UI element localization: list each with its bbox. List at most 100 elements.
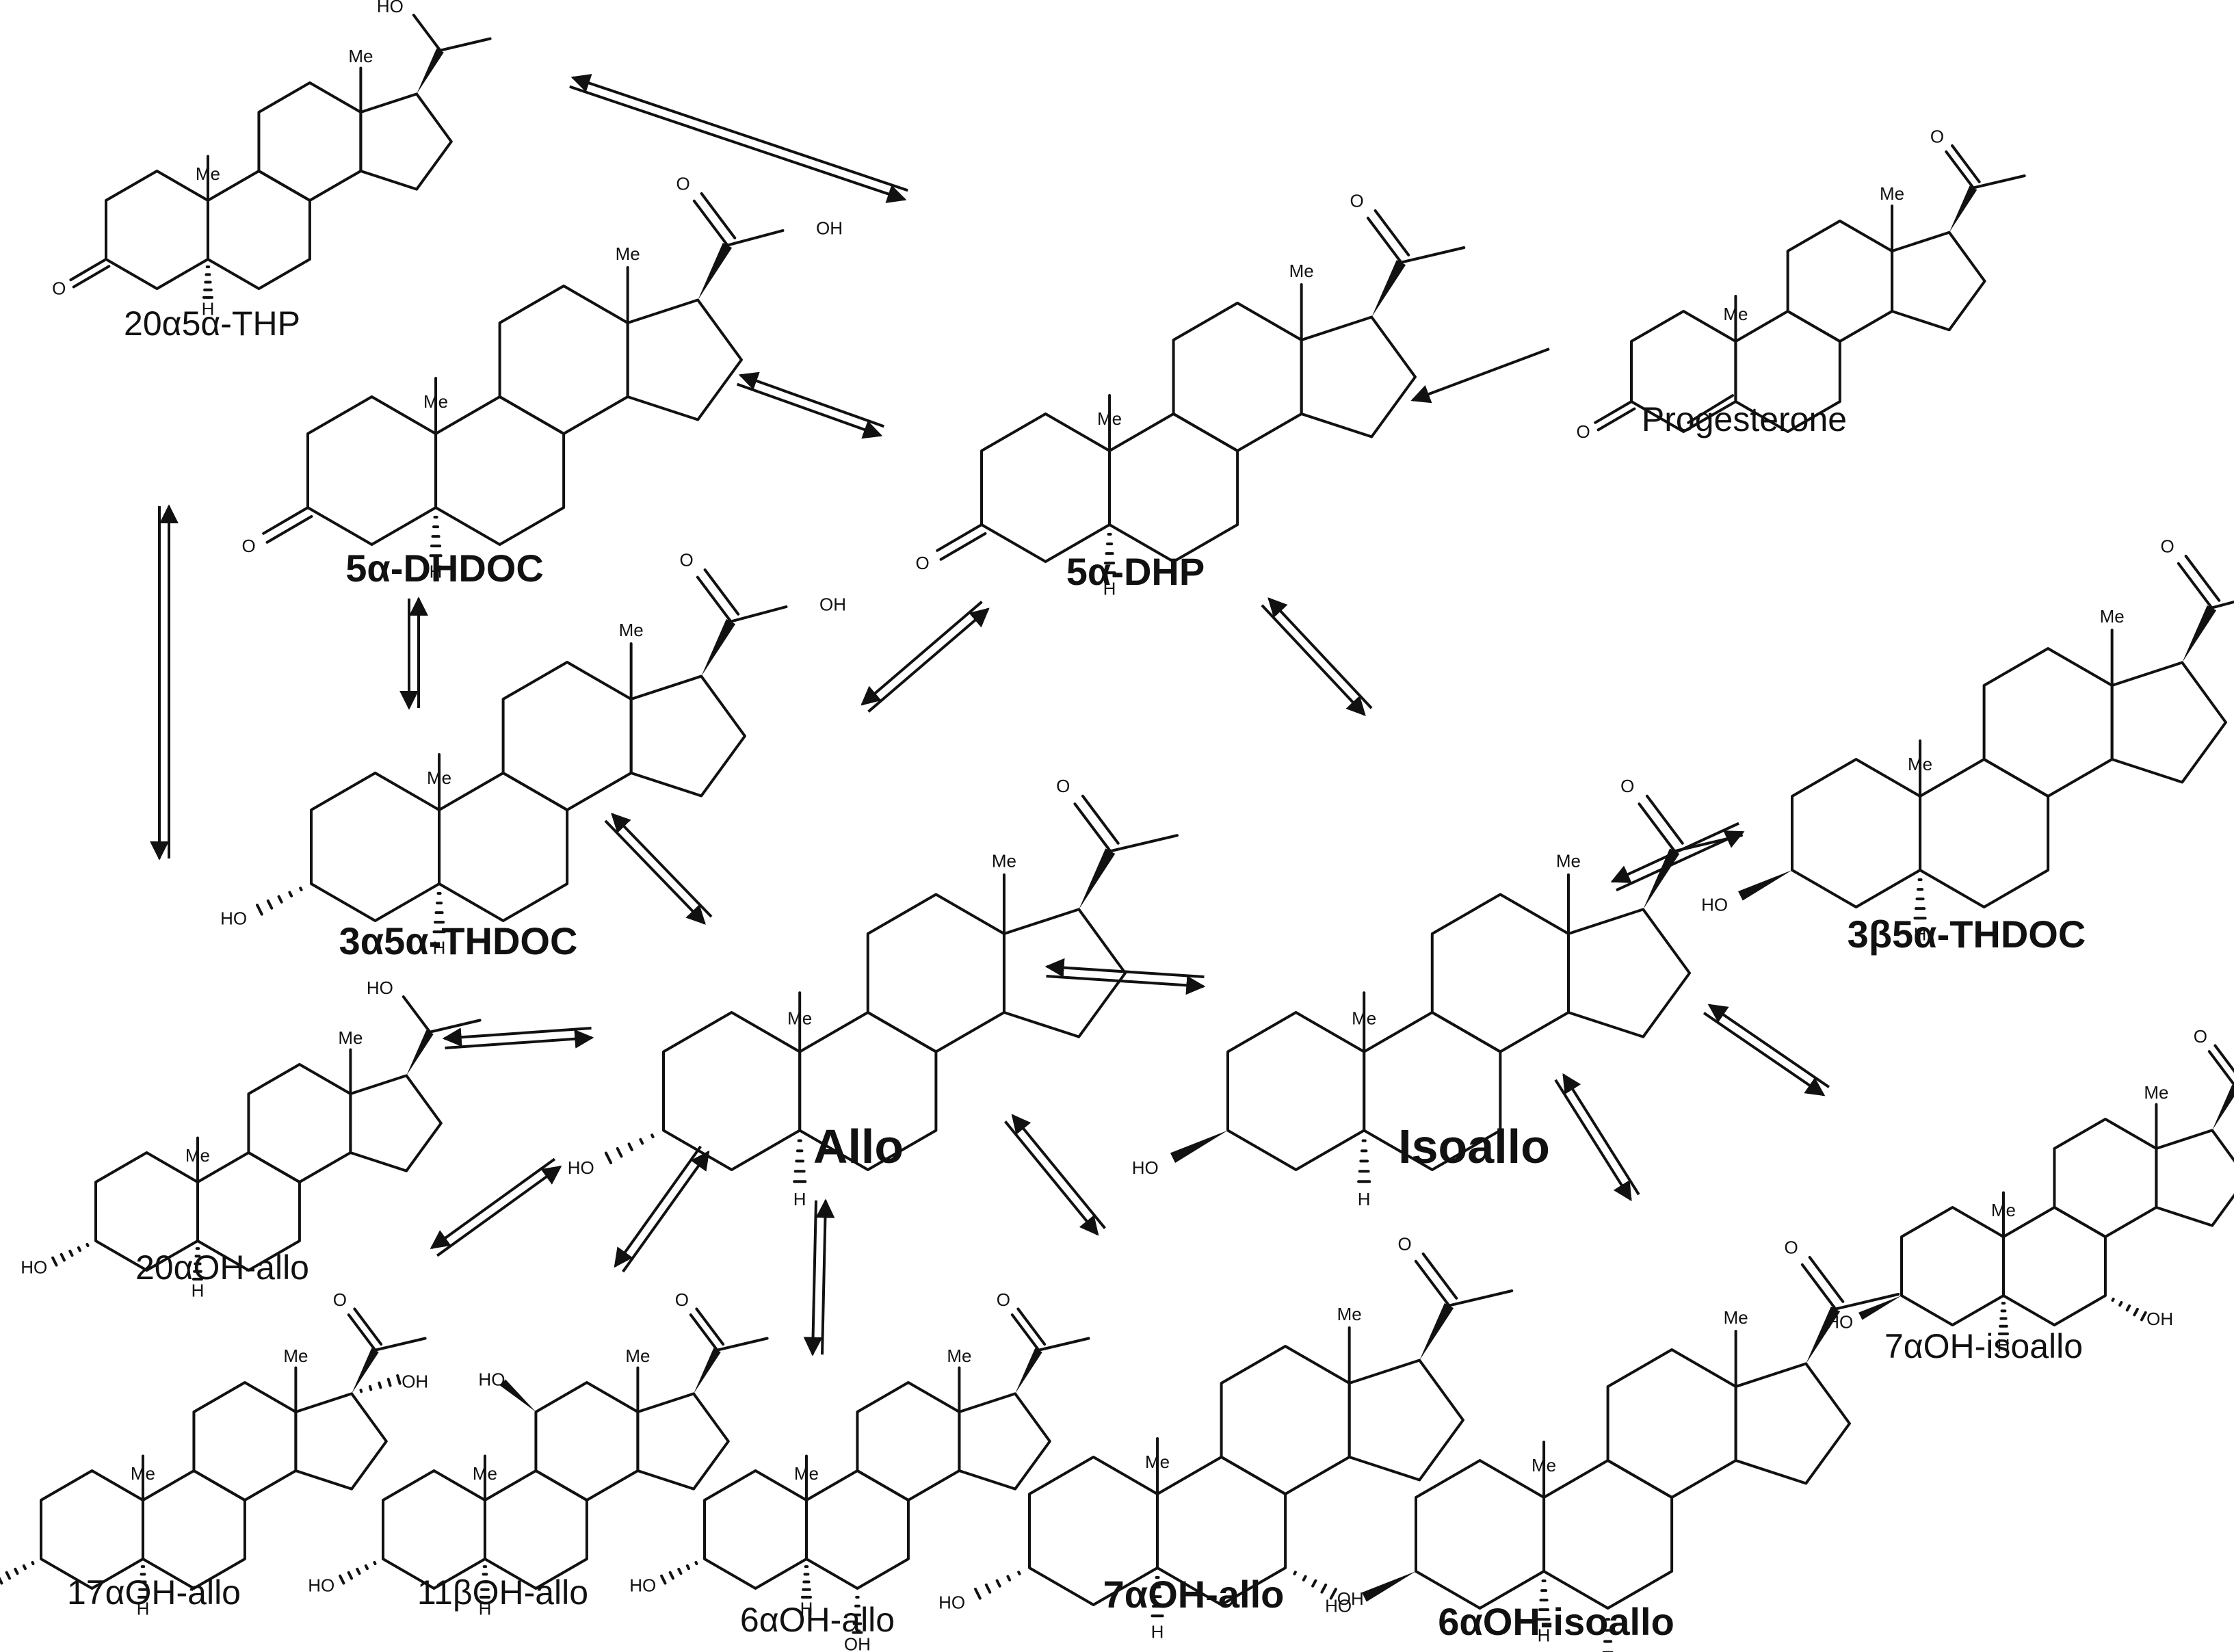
atom-label: OH [816,218,843,238]
atom-label: O [1930,127,1944,147]
atom-label: HO [1132,1157,1159,1178]
atom-label: HO [308,1575,334,1595]
atom-label: H [1103,579,1116,599]
atom-label: OH [402,1372,428,1392]
atom-label: Me [616,244,640,264]
label-7aoh-allo: 7αOH-allo [1103,1573,1285,1616]
arrow-allo-7oh [1004,1114,1106,1236]
atom-label: H [430,562,443,582]
atom-label: H [1151,1622,1164,1642]
atom-label: Me [1556,850,1581,871]
atom-label: Me [423,391,448,412]
label-3b5a-thdoc: 3β5α-THDOC [1848,913,2086,956]
label-isoallo: Isoallo [1398,1120,1550,1173]
atom-label: Me [185,1145,210,1166]
arrow-isoallo-6oh-iso [1554,1073,1640,1202]
atom-label: O [680,550,694,571]
label-20a5a-thp: 20α5α-THP [124,304,300,343]
atom-label: Me [338,1027,363,1048]
atom-label: Me [947,1346,971,1366]
atom-label: HO [21,1257,47,1277]
atom-label: HO [1826,1311,1853,1332]
atom-label: Me [625,1346,650,1366]
atom-label: Me [992,850,1016,871]
atom-label: O [1576,421,1590,442]
atom-label: Me [283,1346,308,1366]
atom-label: O [1056,776,1070,796]
atom-label: O [676,174,690,194]
atom-label: H [202,299,215,319]
atom-label: Me [1337,1304,1362,1324]
atom-label: H [433,938,446,958]
arrow-isoallo-3b-thdoc [1610,822,1745,892]
atom-label: Me [348,46,373,66]
atom-label: O [1398,1234,1412,1255]
atom-label: O [675,1289,689,1310]
atom-label: Me [2100,606,2125,627]
atom-label: Me [1724,1307,1748,1328]
atom-label: OH [819,594,846,614]
atom-label: HO [1701,894,1728,915]
atom-label: H [793,1189,806,1209]
arrow-isoallo-7oh-iso [1703,1004,1830,1097]
reaction-arrows [150,74,1830,1356]
atom-label: O [997,1289,1010,1310]
atom-label: Me [1352,1008,1376,1028]
atom-label: HO [938,1592,965,1612]
atom-label: HO [629,1575,656,1595]
arrow-prog-dhp [1410,348,1550,404]
atom-label: Me [131,1463,155,1484]
atom-label: H [1914,924,1927,945]
atom-label: H [192,1281,205,1301]
atom-label: Me [787,1008,812,1028]
atom-label: H [800,1599,813,1619]
atom-label: O [2194,1026,2207,1047]
arrow-dhp-isoallo [1261,597,1373,716]
arrow-dhdoc-thdoc [399,596,428,710]
arrow-allo-isoallo [1044,958,1206,995]
arrow-20oh-allo [442,1027,594,1049]
atom-label: O [2161,536,2174,557]
label-17aoh-allo: 17αOH-allo [67,1573,241,1612]
atom-label: Me [1532,1455,1556,1476]
atom-label: Me [1880,183,1904,204]
label-3a5a-thdoc: 3α5α-THDOC [339,919,578,962]
label-6aoh-isoallo: 6αOH-isoallo [1438,1600,1674,1643]
atom-label: HO [367,978,393,998]
atom-label: H [1997,1335,2010,1356]
atom-label: HO [377,0,404,16]
atom-label: O [1350,191,1364,211]
atom-label: OH [844,1634,871,1652]
atom-label: O [1785,1237,1798,1258]
atom-label: Me [427,768,451,788]
atom-label: HO [220,908,247,928]
label-5a-dhdoc: 5α-DHDOC [345,547,544,590]
atom-label: H [479,1599,492,1619]
atom-label: H [1358,1189,1371,1209]
atom-label: Me [619,620,644,640]
atom-label: Me [1908,754,1932,774]
atom-label: OH [2146,1309,2173,1329]
arrow-dhdoc-dhp [736,371,885,439]
arrow-allo-6oh [803,1198,835,1356]
atom-label: Me [1991,1200,2016,1220]
label-5a-dhp: 5α-DHP [1066,550,1205,593]
atom-label: HO [568,1157,594,1178]
arrow-dhp-allo [860,601,990,713]
atom-label: HO [1325,1595,1352,1616]
